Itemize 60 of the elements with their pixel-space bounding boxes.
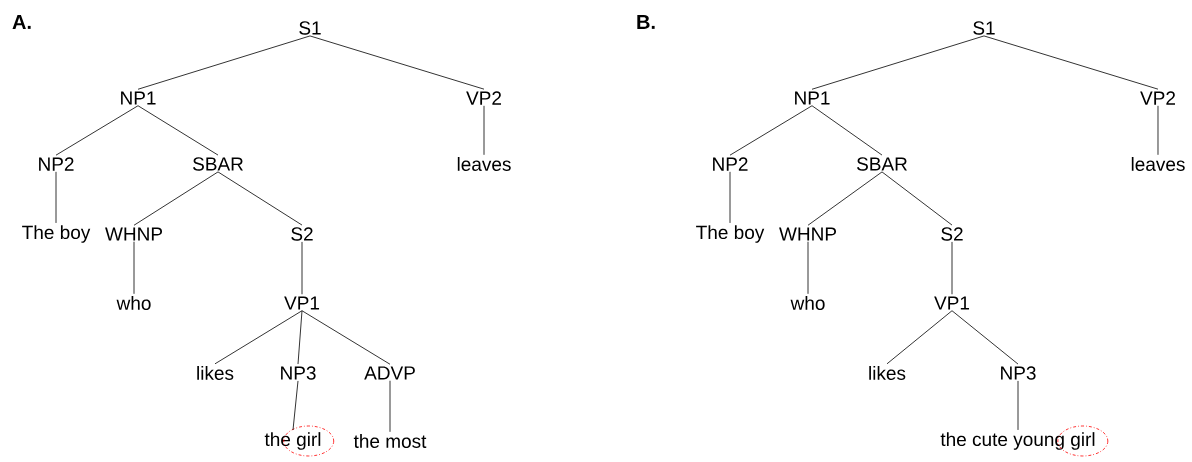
tree-branch	[983, 35, 1159, 90]
tree-label: likes	[197, 366, 234, 380]
tree-branch	[807, 241, 809, 295]
tree-label: WHNP	[105, 227, 163, 241]
tree-branch	[297, 310, 303, 365]
panel-label: A.	[12, 15, 31, 29]
tree-label: S1	[973, 21, 995, 35]
tree-label: S2	[291, 227, 313, 241]
tree-label: NP3	[281, 366, 316, 380]
tree-label: NP2	[39, 157, 74, 171]
tree-branch	[729, 171, 731, 224]
tree-label: the most	[353, 434, 427, 448]
tree-branch	[729, 105, 813, 156]
tree-branch	[137, 35, 311, 90]
tree-branch	[811, 35, 985, 90]
tree-branch	[292, 380, 299, 431]
tree-branch	[133, 171, 219, 226]
tree-label: The boy	[696, 225, 765, 243]
tree-label: VP2	[1140, 91, 1175, 105]
tree-branch	[301, 241, 303, 295]
tree-branch	[389, 380, 391, 433]
tree-branch	[55, 171, 57, 224]
tree-label: NP1	[795, 91, 830, 105]
tree-label: the girl	[264, 432, 321, 450]
tree-label: leaves	[457, 157, 511, 171]
tree-branch	[133, 241, 135, 295]
tree-branch	[951, 241, 953, 295]
tree-label: NP2	[713, 157, 748, 171]
tree-label: SBAR	[193, 157, 243, 171]
tree-label: NP3	[1001, 366, 1036, 380]
tree-branch	[301, 310, 391, 365]
tree-label: VP1	[284, 296, 320, 310]
tree-branch	[1017, 380, 1019, 431]
tree-branch	[137, 105, 219, 156]
tree-label: ADVP	[364, 366, 415, 380]
tree-label: S1	[299, 21, 321, 35]
tree-label: VP1	[934, 296, 969, 310]
tree-branch	[951, 310, 1019, 365]
tree-label: SBAR	[857, 157, 907, 171]
tree-label: NP1	[121, 91, 156, 105]
tree-label: VP2	[466, 91, 501, 105]
tree-branch	[217, 171, 303, 226]
tree-branch	[55, 105, 139, 156]
tree-label: likes	[869, 366, 906, 380]
tree-label: The boy	[22, 225, 91, 243]
tree-branch	[309, 35, 485, 90]
tree-label: leaves	[1131, 157, 1185, 171]
tree-label: the cute young girl	[940, 432, 1095, 450]
panel-label: B.	[637, 15, 655, 29]
tree-branch	[886, 310, 953, 365]
tree-label: who	[116, 296, 151, 310]
tree-branch	[214, 310, 303, 365]
tree-label: who	[790, 296, 825, 310]
tree-label: S2	[941, 227, 963, 241]
tree-branch	[811, 105, 883, 156]
tree-branch	[807, 171, 883, 226]
tree-branch	[1157, 105, 1159, 156]
tree-label: WHNP	[779, 227, 836, 241]
tree-branch	[881, 171, 953, 226]
tree-branch	[483, 105, 485, 156]
